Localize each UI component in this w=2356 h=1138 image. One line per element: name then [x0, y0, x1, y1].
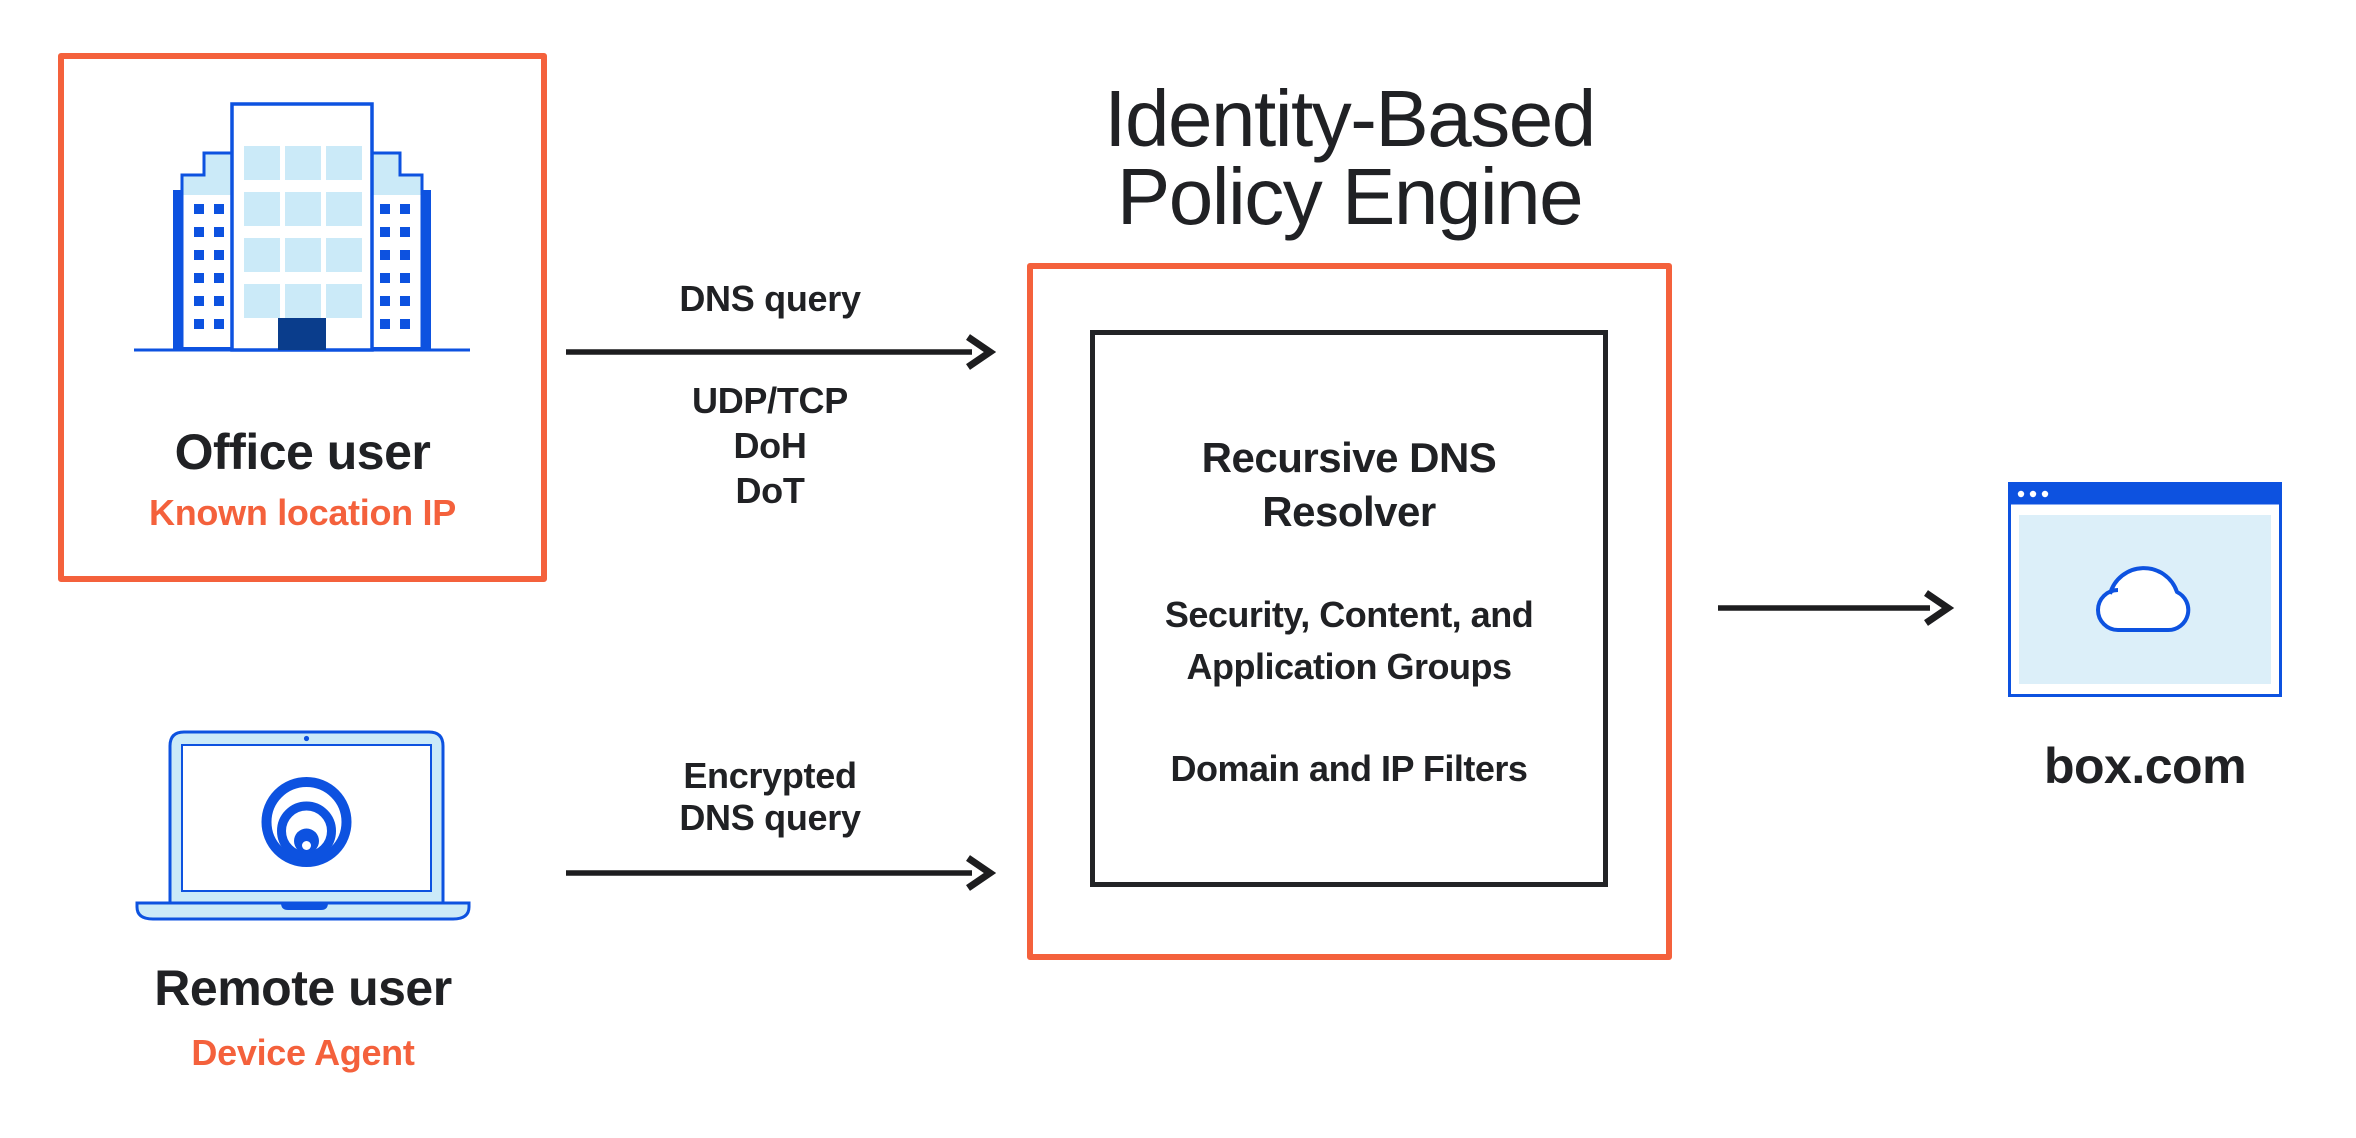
remote-user-sublabel: Device Agent — [191, 1032, 415, 1073]
cloud-icon — [2096, 566, 2191, 633]
resolver-title: Recursive DNS Resolver — [1201, 434, 1497, 535]
title-line-2: Policy Engine — [1116, 152, 1584, 241]
office-building-icon — [134, 102, 470, 352]
browser-dots-icon — [2017, 490, 2049, 498]
dns-query-arrow-icon — [566, 334, 996, 370]
resolver-filters-text: Domain and IP Filters — [1170, 748, 1528, 789]
office-user-sublabel: Known location IP — [149, 492, 456, 533]
encrypted-dns-arrow-icon — [566, 855, 996, 891]
dns-protocols-list: UDP/TCP DoH DoT — [555, 378, 985, 513]
protocol-item: DoT — [735, 470, 805, 511]
remote-user-label: Remote user — [154, 960, 452, 1016]
recursive-resolver-box: Recursive DNS Resolver Security, Content… — [1090, 330, 1608, 887]
title-line-1: Identity-Based — [1104, 74, 1596, 163]
browser-title-bar — [2009, 483, 2281, 505]
destination-label: box.com — [2043, 738, 2247, 794]
protocol-item: DoH — [733, 425, 807, 466]
camera-dot — [303, 735, 310, 742]
dns-query-label: DNS query — [679, 278, 861, 319]
door — [278, 318, 326, 350]
browser-cloud-icon — [2008, 482, 2282, 697]
resolver-output-arrow-icon — [1718, 590, 1955, 626]
dns-agent-logo-icon — [261, 777, 352, 867]
page-title: Identity-Based Policy Engine — [1027, 79, 1672, 237]
encrypted-label-line-1: Encrypted — [683, 755, 857, 796]
policy-engine-box: Recursive DNS Resolver Security, Content… — [1027, 263, 1672, 960]
protocol-item: UDP/TCP — [692, 380, 848, 421]
encrypted-dns-label: Encrypted DNS query — [555, 755, 985, 839]
laptop-agent-icon — [135, 730, 471, 921]
encrypted-label-line-2: DNS query — [679, 797, 861, 838]
resolver-groups-text: Security, Content, and Application Group… — [1164, 594, 1534, 687]
office-user-label: Office user — [174, 424, 431, 480]
